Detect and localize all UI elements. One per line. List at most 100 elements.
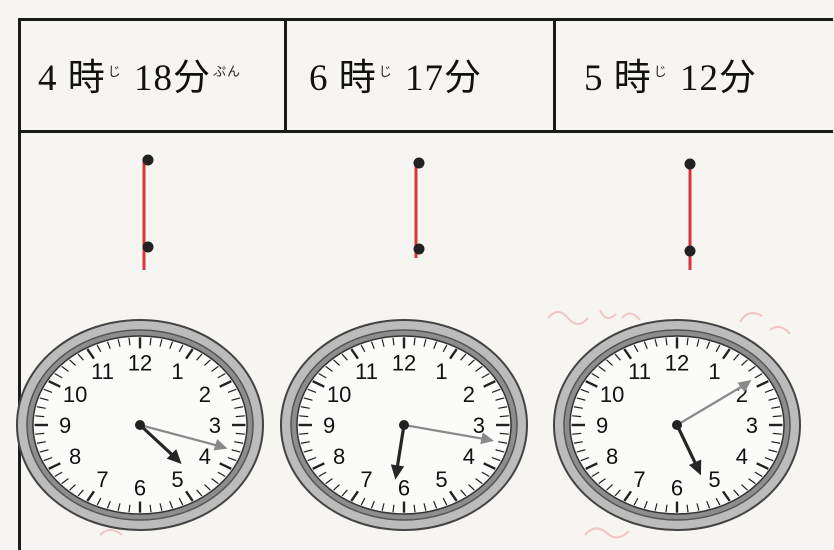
hour-tick xyxy=(350,348,359,360)
hour-tick xyxy=(585,462,598,470)
clock-number: 11 xyxy=(355,359,378,384)
minute-tick xyxy=(481,372,490,379)
minute-tick xyxy=(69,359,76,366)
background-handwriting xyxy=(99,309,791,539)
hour-hand xyxy=(138,423,182,465)
minute-tick xyxy=(96,344,102,353)
minute-tick xyxy=(341,353,348,361)
hour-tick xyxy=(185,348,194,360)
clock-number: 7 xyxy=(633,467,645,492)
minute-tick xyxy=(159,503,163,511)
minute-tick xyxy=(370,500,375,509)
minute-tick xyxy=(211,365,219,372)
minute-tick xyxy=(696,339,700,347)
minute-tick xyxy=(576,449,586,453)
minute-tick xyxy=(341,489,348,497)
minute-tick xyxy=(576,397,586,401)
clock-number: 5 xyxy=(708,467,720,492)
minute-tick xyxy=(771,406,781,409)
minute-tick xyxy=(178,344,184,353)
hour-hand xyxy=(675,423,702,476)
marker-line-1 xyxy=(142,154,154,270)
clock-number: 7 xyxy=(360,467,372,492)
clock-number: 12 xyxy=(128,351,152,376)
minute-tick xyxy=(715,344,721,353)
clock-number: 8 xyxy=(69,444,81,469)
minute-tick xyxy=(573,406,583,409)
minute-tick xyxy=(128,504,131,513)
clock-number: 11 xyxy=(628,359,651,384)
time-header-row: 4 時じ 18分ぷん 6 時じ 17分 5 時じ 12分 xyxy=(18,18,833,133)
red-handwriting-mark-3 xyxy=(584,527,630,539)
minute-tick xyxy=(498,406,508,409)
marker-line-2 xyxy=(413,157,425,258)
time-cell-3: 5 時じ 12分 xyxy=(556,18,833,130)
hour-tick xyxy=(756,380,769,388)
minute-tick xyxy=(392,504,395,513)
minute-tick xyxy=(442,344,448,353)
minute-tick xyxy=(475,478,483,485)
clock-number: 4 xyxy=(199,444,211,469)
minute-tick xyxy=(433,500,438,509)
minute-tick xyxy=(499,432,509,435)
minute-tick xyxy=(633,344,639,353)
hour-tick xyxy=(350,490,359,502)
hour-tick xyxy=(483,462,496,470)
hour-tick xyxy=(86,490,95,502)
hour-tick xyxy=(449,490,458,502)
minute-tick xyxy=(307,457,317,462)
minute-tick xyxy=(234,441,244,444)
hour-tick xyxy=(623,348,632,360)
hour-tick xyxy=(585,380,598,388)
minute-tick xyxy=(35,415,45,418)
minute-tick xyxy=(235,432,245,435)
clock-center-pivot xyxy=(672,420,682,430)
clock-number: 10 xyxy=(600,382,624,407)
minute-tick xyxy=(633,497,639,506)
minute-tick xyxy=(149,337,152,346)
minute-tick xyxy=(333,484,340,491)
minute-tick xyxy=(299,415,309,418)
minute-tick xyxy=(217,372,226,379)
minute-tick xyxy=(318,372,327,379)
minute-tick xyxy=(204,484,211,491)
minute-tick xyxy=(580,457,590,462)
minute-tick xyxy=(598,365,606,372)
minute-tick xyxy=(36,441,46,444)
minute-tick xyxy=(733,353,740,361)
minute-tick xyxy=(196,353,203,361)
hour-tick xyxy=(722,348,731,360)
minute-tick xyxy=(772,432,782,435)
minute-tick xyxy=(598,478,606,485)
minute-tick xyxy=(54,372,63,379)
minute-tick xyxy=(149,504,152,513)
minute-tick xyxy=(643,500,648,509)
minute-tick xyxy=(764,388,774,393)
minute-tick xyxy=(654,339,658,347)
minute-tick xyxy=(106,500,111,509)
minute-tick xyxy=(217,471,226,478)
clock-number: 4 xyxy=(736,444,748,469)
minute-tick xyxy=(498,441,508,444)
minute-tick xyxy=(227,388,237,393)
minute-tick xyxy=(300,406,310,409)
clock-number: 1 xyxy=(171,359,183,384)
hour-tick xyxy=(722,490,731,502)
minute-tick xyxy=(117,503,121,511)
clock-number: 12 xyxy=(665,351,689,376)
minute-tick xyxy=(706,341,711,350)
red-handwriting-mark-2 xyxy=(739,312,791,335)
clock-number: 3 xyxy=(473,413,485,438)
minute-tick xyxy=(442,497,448,506)
clock-number: 3 xyxy=(209,413,221,438)
minute-tick xyxy=(35,432,45,435)
time-label-3: 5 時じ 12分 xyxy=(584,58,758,99)
time-cell-2: 6 時じ 17分 xyxy=(287,18,556,130)
minute-tick xyxy=(754,372,763,379)
minute-tick xyxy=(54,471,63,478)
hour-tick xyxy=(623,490,632,502)
minute-tick xyxy=(499,415,509,418)
clock-number: 11 xyxy=(91,359,114,384)
